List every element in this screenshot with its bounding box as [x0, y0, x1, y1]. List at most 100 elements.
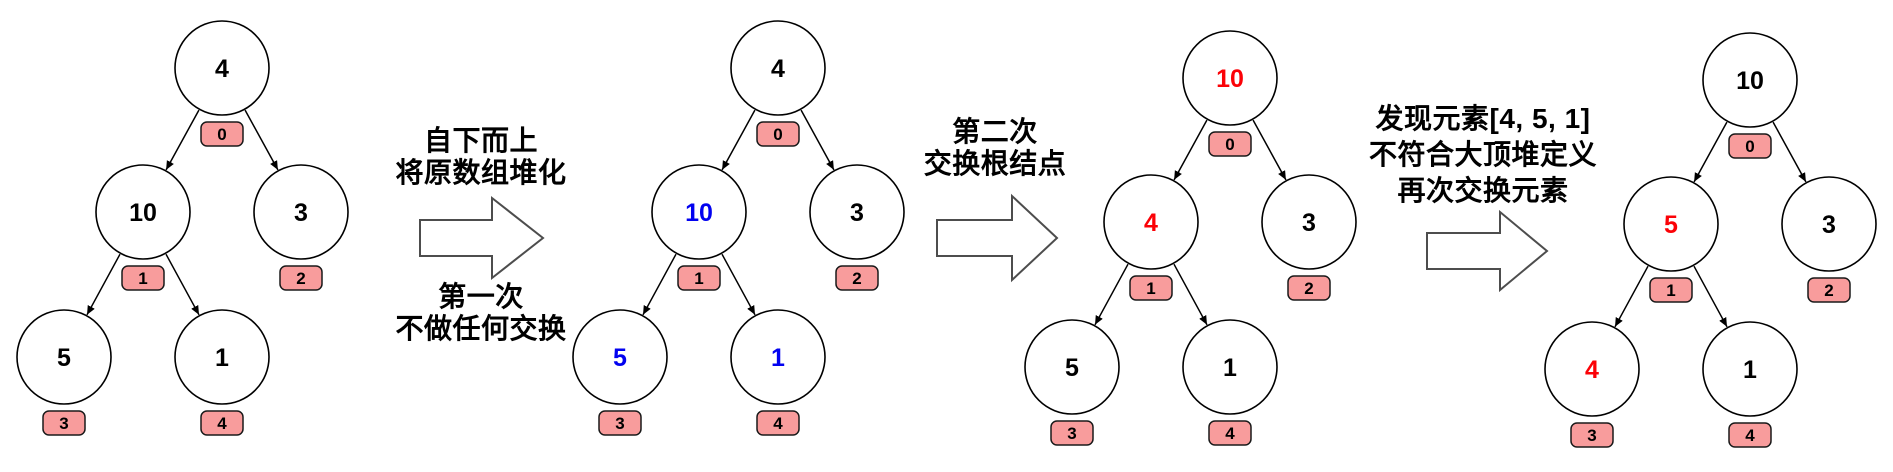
- array-index-value: 3: [59, 414, 68, 433]
- tree-edge-arrow: [800, 109, 835, 171]
- step2-label: 第二次 交换根结点: [923, 116, 1067, 179]
- tree-node-value: 1: [1223, 354, 1237, 382]
- tree-node-circle: [730, 309, 826, 405]
- array-index-value: 0: [773, 125, 782, 144]
- tree-node-value: 4: [1144, 209, 1158, 237]
- array-index-badge: [1728, 422, 1772, 448]
- tree-node-circle: [1024, 319, 1120, 415]
- array-index-badge: [200, 121, 244, 147]
- tree-node-value: 3: [294, 199, 308, 227]
- array-index-badge: [121, 265, 165, 291]
- tree-node-circle: [809, 164, 905, 260]
- tree-edge-arrow: [86, 253, 121, 316]
- tree-edge-arrow: [1173, 263, 1208, 326]
- array-index-value: 2: [1304, 279, 1313, 298]
- tree-edge-arrow: [1772, 121, 1807, 183]
- tree-node-circle: [16, 309, 112, 405]
- array-index-badge: [835, 265, 879, 291]
- right-block-arrow-icon: [1426, 209, 1549, 293]
- tree-edge-arrow: [721, 109, 756, 171]
- array-index-value: 2: [852, 269, 861, 288]
- tree-node-circle: [174, 309, 270, 405]
- array-index-value: 2: [1824, 281, 1833, 300]
- array-index-badge: [1287, 275, 1331, 301]
- array-index-value: 3: [1587, 426, 1596, 445]
- array-index-badge: [200, 410, 244, 436]
- tree-node-value: 3: [1822, 211, 1836, 239]
- array-index-badge: [1208, 420, 1252, 446]
- array-index-badge: [279, 265, 323, 291]
- tree-node-value: 4: [215, 55, 229, 83]
- array-index-badge: [42, 410, 86, 436]
- tree-edge-arrow: [1252, 119, 1287, 181]
- array-index-value: 0: [1745, 137, 1754, 156]
- step1-label-bottom: 第一次 不做任何交换: [395, 281, 567, 344]
- tree-edge-arrow: [721, 253, 756, 316]
- array-index-value: 0: [1225, 135, 1234, 154]
- tree-node-value: 10: [1736, 67, 1764, 95]
- array-index-value: 1: [694, 269, 703, 288]
- array-index-badge: [1570, 422, 1614, 448]
- array-index-value: 1: [1146, 279, 1155, 298]
- array-index-badge: [1129, 275, 1173, 301]
- tree-node-value: 5: [1664, 211, 1678, 239]
- tree-node-circle: [1261, 174, 1357, 270]
- array-index-value: 0: [217, 125, 226, 144]
- array-index-badge: [1807, 277, 1851, 303]
- tree-node-circle: [730, 20, 826, 116]
- tree-node-circle: [1623, 176, 1719, 272]
- tree-node-circle: [1702, 32, 1798, 128]
- tree-edge-arrow: [1094, 263, 1129, 326]
- array-index-value: 2: [296, 269, 305, 288]
- tree-node-value: 5: [613, 344, 627, 372]
- tree-node-circle: [95, 164, 191, 260]
- array-index-value: 1: [138, 269, 147, 288]
- tree-edge-arrow: [642, 253, 677, 316]
- tree-node-circle: [572, 309, 668, 405]
- array-index-value: 4: [217, 414, 227, 433]
- tree-node-value: 5: [1065, 354, 1079, 382]
- tree-node-value: 1: [215, 344, 229, 372]
- array-index-value: 1: [1666, 281, 1675, 300]
- tree-node-circle: [1544, 321, 1640, 417]
- tree-node-value: 4: [771, 55, 785, 83]
- tree-node-circle: [1702, 321, 1798, 417]
- array-index-badge: [1208, 131, 1252, 157]
- tree-node-value: 5: [57, 344, 71, 372]
- array-index-badge: [1649, 277, 1693, 303]
- step3-label: 发现元素[4, 5, 1] 不符合大顶堆定义 再次交换元素: [1368, 103, 1597, 206]
- array-index-badge: [598, 410, 642, 436]
- tree-edge-arrow: [1614, 265, 1649, 328]
- binary-tree-step-3: 10 0 4 1 3 2 5 3 1 4: [1024, 30, 1357, 446]
- tree-node-circle: [1103, 174, 1199, 270]
- tree-node-value: 3: [850, 199, 864, 227]
- array-index-value: 4: [773, 414, 783, 433]
- array-index-badge: [677, 265, 721, 291]
- tree-node-circle: [1182, 30, 1278, 126]
- array-index-value: 4: [1225, 424, 1235, 443]
- tree-node-value: 4: [1585, 356, 1599, 384]
- right-block-arrow-icon: [419, 195, 545, 281]
- tree-edge-arrow: [1173, 119, 1208, 181]
- array-index-value: 3: [1067, 424, 1076, 443]
- tree-edge-arrow: [1693, 265, 1728, 328]
- tree-node-value: 1: [1743, 356, 1757, 384]
- tree-node-circle: [253, 164, 349, 260]
- array-index-badge: [756, 121, 800, 147]
- tree-node-value: 3: [1302, 209, 1316, 237]
- tree-node-circle: [1781, 176, 1877, 272]
- tree-edge-arrow: [244, 109, 279, 171]
- tree-node-circle: [1182, 319, 1278, 415]
- tree-node-value: 1: [771, 344, 785, 372]
- tree-node-value: 10: [1216, 65, 1244, 93]
- tree-edge-arrow: [1693, 121, 1728, 183]
- tree-node-circle: [174, 20, 270, 116]
- tree-node-value: 10: [685, 199, 713, 227]
- tree-edge-arrow: [165, 253, 200, 316]
- tree-node-circle: [651, 164, 747, 260]
- array-index-badge: [1728, 133, 1772, 159]
